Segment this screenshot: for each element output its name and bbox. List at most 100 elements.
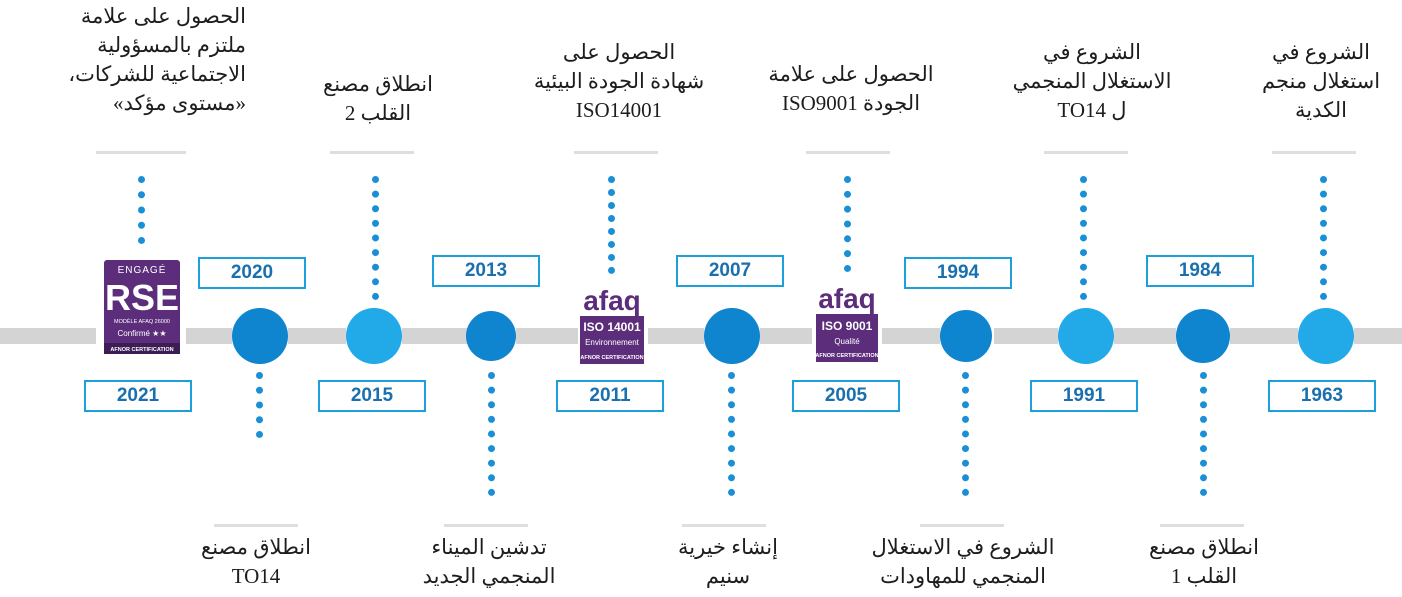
iso14001-footer-text: AFNOR CERTIFICATION: [580, 355, 643, 361]
year-badge: 2021: [84, 380, 192, 412]
year-badge: 2013: [432, 255, 540, 287]
label-separator: [920, 524, 1004, 527]
iso9001-scope-text: Qualité: [834, 337, 860, 346]
track-segment: [288, 328, 346, 344]
track-segment: [402, 328, 468, 344]
event-label-line: «مستوى مؤكد»: [113, 91, 246, 115]
event-label-line: المنجمي للمهاودات: [880, 564, 1046, 588]
iso9001-footer-text: AFNOR CERTIFICATION: [815, 353, 878, 359]
afaq-brand-text: afaq: [583, 286, 641, 316]
label-separator: [1044, 151, 1128, 154]
year-badge: 1963: [1268, 380, 1376, 412]
connector-line: [1080, 176, 1087, 300]
event-label-2015: انطلاق مصنع القلب 2: [298, 70, 458, 128]
afaq-brand-text: afaq: [818, 284, 876, 314]
event-label-line: القلب 2: [344, 101, 412, 125]
iso14001-afaq-logo: afaq ISO 14001 Environnement AFNOR CERTI…: [578, 285, 646, 366]
event-label-line: الاستغلال المنجمي: [1012, 69, 1172, 93]
connector-line: [138, 176, 145, 244]
event-label-line: إنشاء خيرية: [678, 535, 778, 559]
iso14001-standard-text: ISO 14001: [583, 320, 641, 334]
timeline-node: [1176, 309, 1230, 363]
timeline-node: [466, 311, 516, 361]
timeline-node: [346, 308, 402, 364]
connector-line: [256, 372, 263, 438]
event-label-line: الشروع في: [1271, 40, 1371, 64]
connector-line: [844, 176, 851, 272]
event-label-1984: انطلاق مصنع القلب 1: [1126, 533, 1282, 591]
event-label-line: الجودة ISO9001: [781, 91, 921, 115]
event-label-line: الكدية: [1295, 98, 1347, 122]
event-label-line: انطلاق مصنع: [201, 535, 311, 559]
event-label-2013: تدشين الميناء المنجمي الجديد: [404, 533, 574, 591]
event-label-line: شهادة الجودة البيئية: [533, 69, 705, 93]
event-label-line: ISO14001: [575, 98, 663, 122]
event-label-2011: الحصول على شهادة الجودة البيئية ISO14001: [516, 38, 722, 125]
event-label-line: انطلاق مصنع: [323, 72, 433, 96]
year-badge: 1994: [904, 257, 1012, 289]
timeline-node: [940, 310, 992, 362]
label-separator: [682, 524, 766, 527]
timeline-node: [704, 308, 760, 364]
year-badge: 2020: [198, 257, 306, 289]
timeline-node: [1298, 308, 1354, 364]
event-label-line: تدشين الميناء: [431, 535, 547, 559]
track-segment: [1114, 328, 1176, 344]
timeline-node: [232, 308, 288, 364]
timeline-node: [1058, 308, 1114, 364]
rse-top-text: ENGAGÉ: [118, 263, 167, 276]
rse-main-text: RSE: [105, 277, 179, 318]
track-segment: [882, 328, 940, 344]
event-label-1994: الشروع في الاستغلال المنجمي للمهاودات: [852, 533, 1074, 591]
event-label-1991: الشروع في الاستغلال المنجمي ل TO14: [1002, 38, 1182, 125]
connector-line: [962, 372, 969, 496]
iso14001-scope-text: Environnement: [585, 338, 640, 347]
connector-line: [608, 176, 615, 274]
event-label-2021: الحصول على علامة ملتزم بالمسؤولية الاجتم…: [34, 2, 246, 118]
event-label-line: الاجتماعية للشركات،: [68, 62, 246, 86]
timeline-track: [0, 328, 1402, 344]
event-label-2020: انطلاق مصنع TO14: [168, 533, 344, 591]
event-label-line: القلب 1: [1170, 564, 1238, 588]
connector-line: [488, 372, 495, 496]
event-label-line: الحصول على: [562, 40, 676, 64]
year-badge: 2007: [676, 255, 784, 287]
event-label-line: TO14: [231, 564, 281, 588]
track-segment: [648, 328, 704, 344]
rse-badge-icon: ENGAGÉ RSE MODÈLE AFAQ 26000 Confirmé ★★…: [104, 260, 180, 354]
track-segment: [186, 328, 232, 344]
rse-engaged-logo: ENGAGÉ RSE MODÈLE AFAQ 26000 Confirmé ★★…: [104, 260, 180, 360]
track-segment: [1230, 328, 1298, 344]
iso14001-badge-icon: afaq ISO 14001 Environnement AFNOR CERTI…: [580, 285, 644, 364]
event-label-line: ملتزم بالمسؤولية: [97, 33, 246, 57]
label-separator: [806, 151, 890, 154]
label-separator: [444, 524, 528, 527]
year-badge: 2005: [792, 380, 900, 412]
iso9001-badge-icon: afaq ISO 9001 Qualité AFNOR CERTIFICATIO…: [815, 283, 879, 362]
event-label-line: ل TO14: [1057, 98, 1127, 122]
year-badge: 2011: [556, 380, 664, 412]
track-segment: [0, 328, 96, 344]
label-separator: [96, 151, 186, 154]
event-label-1963: الشروع في استغلال منجم الكدية: [1240, 38, 1402, 125]
year-badge: 1984: [1146, 255, 1254, 287]
event-label-line: انطلاق مصنع: [1149, 535, 1259, 559]
event-label-line: الشروع في الاستغلال: [871, 535, 1055, 559]
iso9001-afaq-logo: afaq ISO 9001 Qualité AFNOR CERTIFICATIO…: [814, 283, 880, 364]
rse-model-text: MODÈLE AFAQ 26000: [114, 318, 170, 325]
event-label-line: استغلال منجم: [1261, 69, 1381, 93]
label-separator: [1160, 524, 1244, 527]
event-label-line: الحصول على علامة: [768, 62, 934, 86]
label-separator: [574, 151, 658, 154]
label-separator: [1272, 151, 1356, 154]
track-segment: [516, 328, 578, 344]
year-badge: 1991: [1030, 380, 1138, 412]
year-badge: 2015: [318, 380, 426, 412]
track-segment: [1354, 328, 1402, 344]
event-label-2005: الحصول على علامة الجودة ISO9001: [744, 60, 958, 118]
event-label-line: المنجمي الجديد: [422, 564, 556, 588]
event-label-line: سنيم: [705, 564, 751, 588]
track-segment: [994, 328, 1058, 344]
connector-line: [728, 372, 735, 496]
rse-status-text: Confirmé ★★: [117, 329, 166, 338]
